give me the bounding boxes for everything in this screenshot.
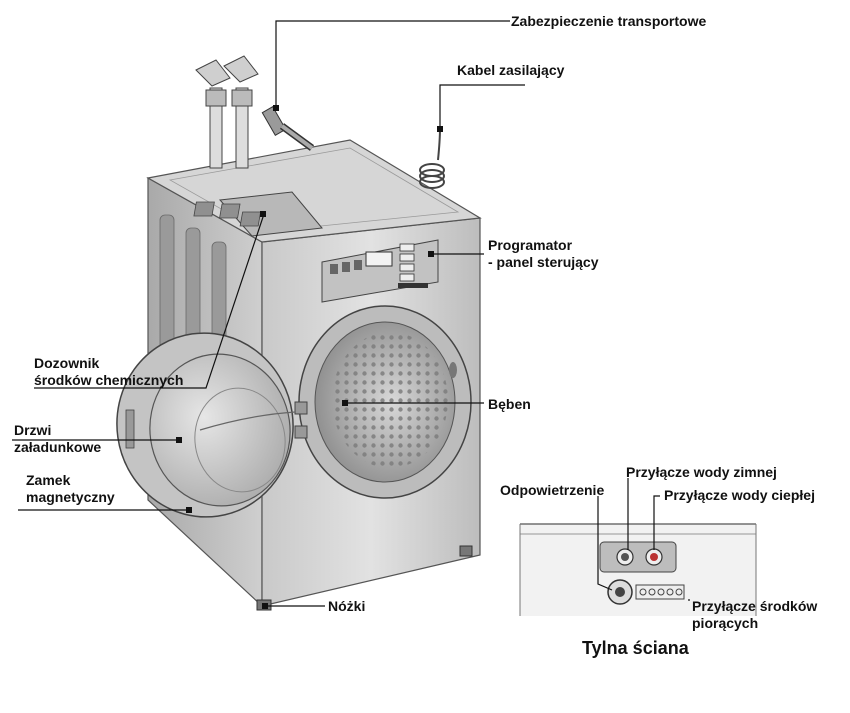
leader-markers	[176, 105, 443, 609]
label-dispenser-line1: Dozownik	[34, 355, 100, 371]
loading-door	[116, 332, 296, 518]
leader-lines	[12, 20, 690, 607]
label-power-cable: Kabel zasilający	[457, 62, 565, 78]
label-magnet-line1: Zamek	[26, 472, 71, 488]
label-programmer-line2: - panel sterujący	[488, 254, 599, 270]
label-dispenser-line2: środków chemicznych	[34, 372, 184, 388]
label-hot-water: Przyłącze wody ciepłej	[664, 487, 815, 503]
power-cable-coil	[419, 127, 445, 189]
label-transport-lock: Zabezpieczenie transportowe	[511, 13, 707, 29]
label-vent: Odpowietrzenie	[500, 482, 605, 498]
transport-lock-bolt	[261, 106, 315, 151]
label-detergent-line2: piorących	[692, 615, 759, 631]
label-cold-water: Przyłącze wody zimnej	[626, 464, 777, 480]
foot-right	[459, 545, 473, 557]
detergent-dispenser-drawer	[193, 191, 323, 237]
label-back-wall: Tylna ściana	[582, 638, 689, 658]
water-taps	[195, 55, 259, 169]
label-door-line2: załadunkowe	[14, 439, 102, 455]
label-magnet-line2: magnetyczny	[26, 489, 115, 505]
control-panel	[321, 239, 439, 303]
label-drum: Bęben	[488, 396, 531, 412]
label-detergent-line1: Przyłącze środków	[692, 598, 818, 614]
drum	[298, 305, 472, 499]
label-programmer-line1: Programator	[488, 237, 573, 253]
back-wall-inset	[519, 523, 757, 616]
label-door-line1: Drzwi	[14, 422, 52, 438]
label-feet: Nóżki	[328, 598, 366, 614]
